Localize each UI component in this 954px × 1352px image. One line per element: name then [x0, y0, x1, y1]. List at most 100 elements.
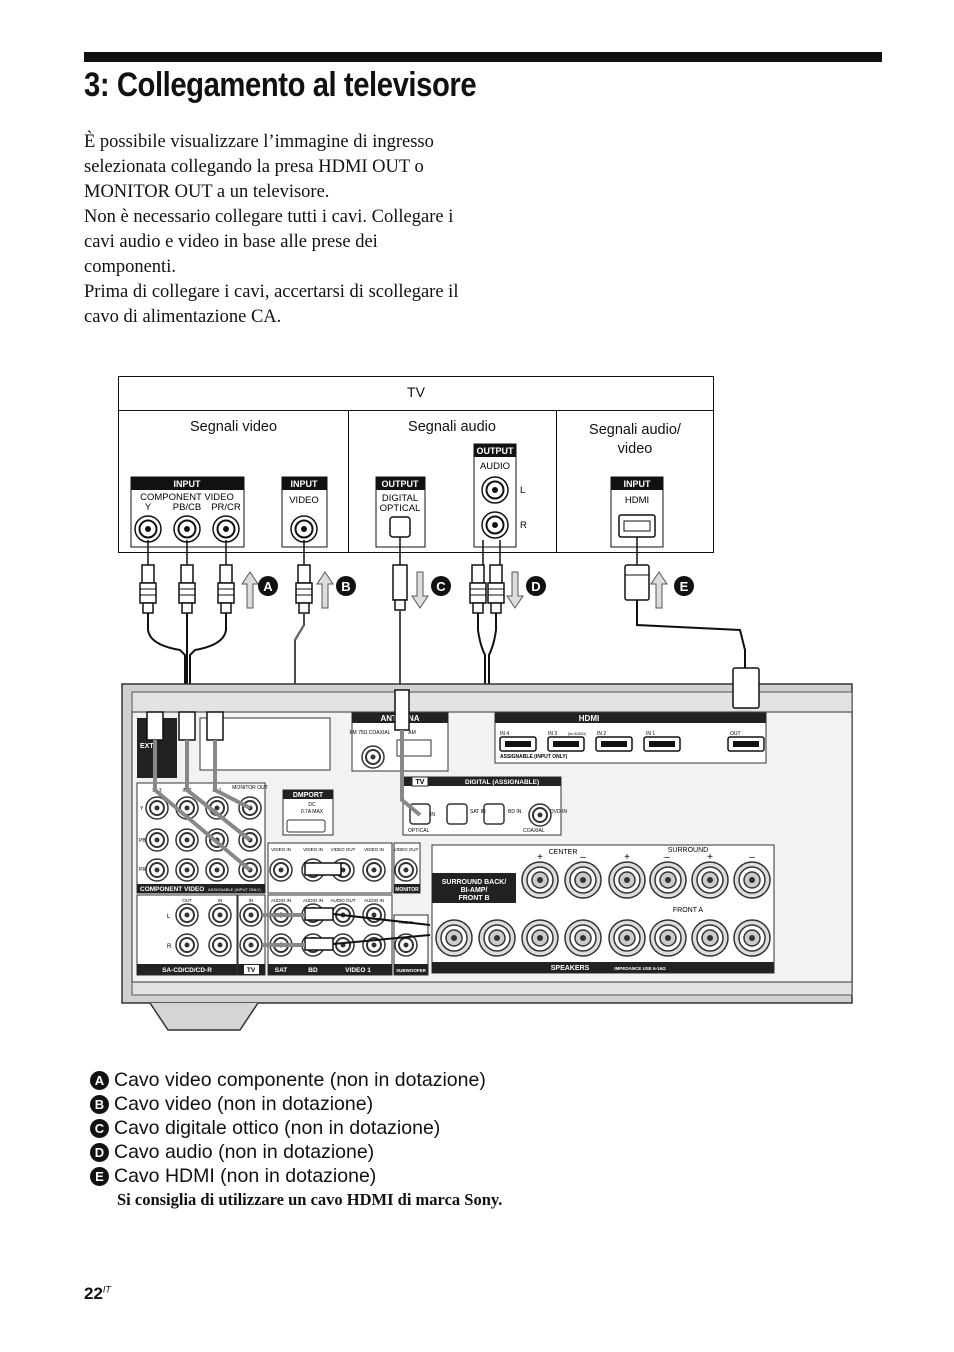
- dmport-socket: [286, 819, 326, 833]
- surround-back-label: SURROUND BACK/: [442, 879, 507, 886]
- tv-jack-pb: [173, 515, 201, 543]
- front-b-label: FRONT B: [458, 895, 489, 902]
- legend-badge-c: C: [90, 1118, 109, 1138]
- video-in-label-v1: VIDEO IN: [364, 847, 384, 852]
- title-rule: [84, 52, 882, 62]
- legend-item-e: E Cavo HDMI (non in dotazione): [90, 1164, 486, 1188]
- tv-col-av-line2: video: [617, 441, 653, 457]
- tv-component-label: COMPONENT VIDEO: [140, 492, 234, 503]
- tv-video-input-label: INPUT: [291, 479, 319, 489]
- arrow-up: [316, 571, 334, 609]
- tv-pr-label: PR/CR: [211, 502, 241, 513]
- arrow-down: [506, 571, 524, 609]
- tv-component-input: INPUT COMPONENT VIDEO Y PB/CB PR/CR: [130, 476, 245, 548]
- arrow-down: [411, 571, 429, 609]
- hdmi-out-label: OUT: [730, 731, 741, 737]
- bd-in-label: BD IN: [508, 809, 522, 815]
- legend-badge-e: E: [90, 1166, 109, 1186]
- cable-a-plugs: [139, 564, 235, 614]
- sacd-in-label: IN: [218, 898, 223, 903]
- svg-text:A: A: [263, 579, 273, 594]
- front-a-label: FRONT A: [673, 907, 704, 914]
- speakers-label: SPEAKERS: [551, 965, 590, 972]
- hdmi-in1-label: IN 1: [646, 731, 655, 737]
- component-video-label: COMPONENT VIDEO: [140, 886, 204, 893]
- intro-paragraph-2: Non è necessario collegare tutti i cavi.…: [84, 207, 454, 277]
- receiver-digital-section: TV DIGITAL (ASSIGNABLE) IN SAT IN BD IN …: [402, 776, 567, 836]
- tv-digital-label: DIGITAL: [382, 493, 418, 504]
- legend-text-d: Cavo audio (non in dotazione): [114, 1140, 375, 1163]
- tv-column-divider: [556, 410, 557, 552]
- cable-e-plug: [624, 564, 650, 601]
- tv-audio-label: AUDIO: [480, 461, 510, 472]
- comp-assignable-label: ASSIGNABLE (INPUT ONLY): [208, 887, 261, 892]
- video-out-label: VIDEO OUT: [331, 847, 356, 852]
- dmport-sub2: 0.7A MAX: [301, 809, 324, 815]
- coaxial-label: COAXIAL: [523, 828, 545, 834]
- tv-hdmi-input: INPUT HDMI: [610, 476, 664, 548]
- arrow-up: [650, 571, 668, 609]
- tv-col-video: Segnali video: [189, 419, 278, 435]
- hdmi-cable-plug: [732, 667, 760, 709]
- cable-letter-d: D: [526, 576, 546, 596]
- optical-sat-port: [446, 803, 468, 825]
- cable-letter-b: B: [336, 576, 356, 596]
- dvd-in-label: DVD IN: [550, 809, 567, 815]
- hdmi-in2-port: [595, 736, 633, 752]
- tv-jack-optical: [389, 516, 411, 538]
- legend-text-c: Cavo digitale ottico (non in dotazione): [114, 1116, 441, 1139]
- arrow-up: [241, 571, 259, 609]
- tv-panel: TV Segnali video Segnali audio Segnali a…: [118, 376, 714, 553]
- tv-audio-output: OUTPUT AUDIO L R: [473, 443, 527, 548]
- tv-video-label: VIDEO: [289, 495, 319, 506]
- optical-label: OPTICAL: [408, 828, 430, 834]
- cable-letter-a: A: [258, 576, 278, 596]
- cable-c-receiver-plug: [394, 689, 422, 817]
- tv-video-input: INPUT VIDEO: [281, 476, 328, 548]
- svg-text:C: C: [436, 579, 446, 594]
- subwoofer-label: SUBWOOFER: [396, 968, 426, 973]
- svg-text:+: +: [707, 852, 713, 863]
- ext-panel: EXT: [137, 717, 331, 778]
- tv-label: TV: [119, 377, 713, 411]
- monitor-out-label: MONITOR OUT: [232, 785, 267, 791]
- svg-text:–: –: [749, 852, 755, 863]
- cable-bd-receiver-plugs: [262, 862, 431, 951]
- tv-col-audio-video: Segnali audio/ video: [556, 421, 714, 459]
- receiver-video-audio-section: VIDEO IN VIDEO IN VIDEO OUT VIDEO IN VID…: [136, 842, 429, 976]
- legend-item-d: D Cavo audio (non in dotazione): [90, 1140, 486, 1164]
- legend-badge-d: D: [90, 1142, 109, 1162]
- sacd-l-label: L: [167, 914, 171, 920]
- legend-badge-b: B: [90, 1094, 109, 1114]
- audio-out-label: AUDIO OUT: [330, 898, 355, 903]
- sat-audio-label: AUDIO IN: [271, 898, 291, 903]
- dmport-label: DMPORT: [293, 792, 324, 799]
- hdmi-out-port: [727, 736, 765, 752]
- sacd-r-label: R: [167, 944, 172, 950]
- cable-d-plugs: [469, 564, 505, 614]
- svg-text:+: +: [624, 852, 630, 863]
- bd-audio-label: AUDIO IN: [303, 898, 323, 903]
- cable-legend: A Cavo video componente (non in dotazion…: [90, 1068, 486, 1188]
- dmport-sub1: DC: [308, 802, 316, 808]
- v1-audio-label: AUDIO IN: [364, 898, 384, 903]
- tv-jack-y: [134, 515, 162, 543]
- bi-amp-label: BI-AMP/: [461, 887, 488, 894]
- tv-output-label: OUTPUT: [382, 479, 420, 489]
- hdmi-title: HDMI: [579, 714, 599, 723]
- legend-item-a: A Cavo video componente (non in dotazion…: [90, 1068, 486, 1092]
- cable-letter-e: E: [674, 576, 694, 596]
- page-number-value: 22: [84, 1284, 103, 1303]
- video1-label: VIDEO 1: [345, 967, 371, 974]
- fm-label: FM 75Ω COAXIAL: [350, 730, 391, 736]
- digital-tv-tag: TV: [416, 779, 425, 786]
- sat-in-label: SAT IN: [470, 809, 486, 815]
- cable-a-receiver-plugs: [146, 711, 252, 872]
- intro-paragraph-3: Prima di collegare i cavi, accertarsi di…: [84, 282, 459, 327]
- tv-optical-output: OUTPUT DIGITAL OPTICAL: [375, 476, 426, 548]
- am-label: AM: [408, 730, 416, 736]
- svg-text:+: +: [537, 852, 543, 863]
- legend-text-b: Cavo video (non in dotazione): [114, 1092, 374, 1115]
- tv-hdmi-label: HDMI: [625, 495, 649, 506]
- surround-label: SURROUND: [668, 847, 708, 854]
